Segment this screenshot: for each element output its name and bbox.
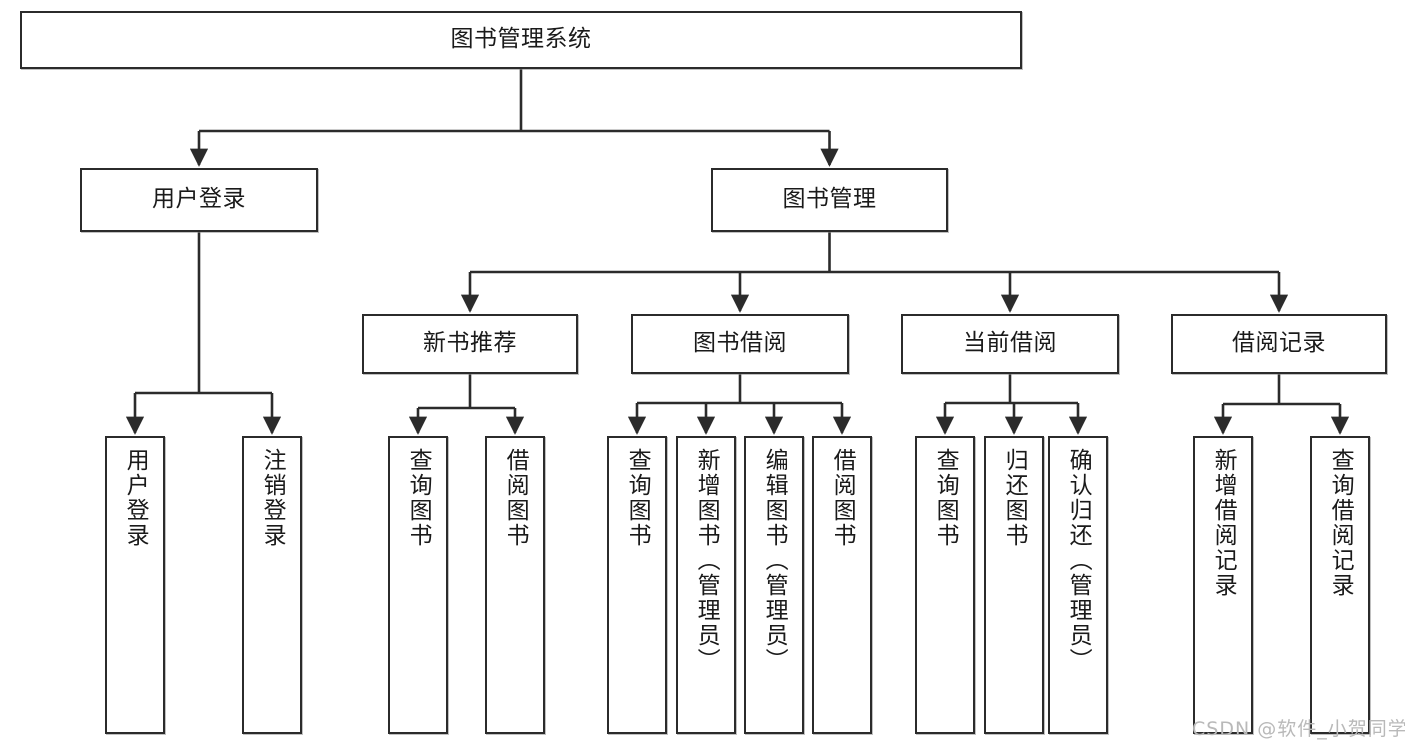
node-label: 图书管理	[782, 186, 877, 213]
node-label: 借阅图书	[502, 448, 529, 548]
node-label: 新增借阅记录	[1210, 448, 1237, 598]
node-label: 查询图书	[624, 448, 651, 548]
node-leaf-8[interactable]: 查询图书	[915, 436, 975, 734]
node-level2-0[interactable]: 用户登录	[80, 168, 318, 232]
node-label: 查询图书	[932, 448, 959, 548]
node-label: 查询图书	[405, 448, 432, 548]
node-leaf-3[interactable]: 借阅图书	[485, 436, 545, 734]
node-leaf-10[interactable]: 确认归还（管理员）	[1048, 436, 1108, 734]
node-leaf-1[interactable]: 注销登录	[242, 436, 302, 734]
node-leaf-11[interactable]: 新增借阅记录	[1193, 436, 1253, 734]
node-label: 编辑图书（管理员）	[761, 448, 788, 673]
node-label: 确认归还（管理员）	[1065, 448, 1092, 673]
node-label: 注销登录	[259, 448, 286, 548]
node-label: 用户登录	[152, 186, 246, 213]
node-leaf-7[interactable]: 借阅图书	[812, 436, 872, 734]
node-label: 图书管理系统	[450, 26, 592, 53]
node-leaf-6[interactable]: 编辑图书（管理员）	[744, 436, 804, 734]
node-label: 当前借阅	[963, 330, 1057, 357]
node-level3-3[interactable]: 借阅记录	[1171, 314, 1387, 374]
node-leaf-4[interactable]: 查询图书	[607, 436, 667, 734]
node-leaf-2[interactable]: 查询图书	[388, 436, 448, 734]
node-label: 新增图书（管理员）	[693, 448, 720, 673]
node-label: 图书借阅	[693, 330, 787, 357]
node-leaf-12[interactable]: 查询借阅记录	[1310, 436, 1370, 734]
node-label: 归还图书	[1001, 448, 1028, 548]
node-level3-1[interactable]: 图书借阅	[631, 314, 849, 374]
node-label: 借阅记录	[1232, 330, 1326, 357]
node-root-0[interactable]: 图书管理系统	[20, 11, 1022, 69]
node-level2-1[interactable]: 图书管理	[711, 168, 948, 232]
watermark-text: CSDN @软件_小贺同学	[1192, 718, 1405, 740]
node-leaf-9[interactable]: 归还图书	[984, 436, 1044, 734]
node-label: 查询借阅记录	[1327, 448, 1354, 598]
node-leaf-5[interactable]: 新增图书（管理员）	[676, 436, 736, 734]
node-level3-2[interactable]: 当前借阅	[901, 314, 1119, 374]
node-label: 新书推荐	[423, 330, 517, 357]
node-level3-0[interactable]: 新书推荐	[362, 314, 578, 374]
node-leaf-0[interactable]: 用户登录	[105, 436, 165, 734]
node-label: 用户登录	[122, 448, 149, 548]
node-label: 借阅图书	[829, 448, 856, 548]
